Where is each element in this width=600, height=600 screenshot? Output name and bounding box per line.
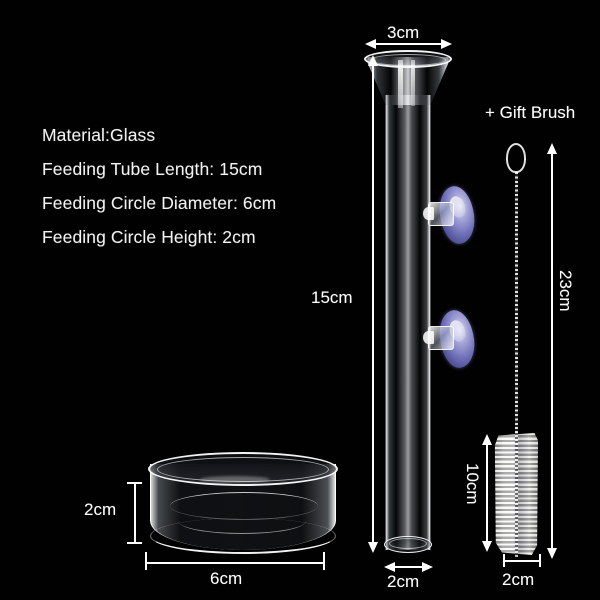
spec-line-circle-height: Feeding Circle Height: 2cm xyxy=(42,227,256,247)
dim-line-tube-length xyxy=(372,64,374,544)
dim-arrow-tube-length-top xyxy=(368,55,378,66)
dim-label-brush-head-width: 2cm xyxy=(502,570,535,589)
suction-cup-lower xyxy=(423,308,477,370)
dim-tick-brush-width-right xyxy=(539,554,541,567)
dim-tick-brush-width-left xyxy=(503,554,505,567)
dim-label-tube-top-width: 3cm xyxy=(387,23,420,42)
dish-top-rim-inner xyxy=(157,457,329,482)
brush-core-wire xyxy=(515,431,518,557)
dim-label-dish-height: 2cm xyxy=(84,500,117,519)
dim-arrow-tube-top-right xyxy=(441,39,452,49)
dim-line-dish-diameter xyxy=(145,562,325,564)
gift-brush-label: + Gift Brush xyxy=(485,103,576,122)
dish-bottom-arc xyxy=(150,518,336,554)
dim-label-tube-length: 15cm xyxy=(311,288,353,307)
dim-label-dish-diameter: 6cm xyxy=(210,569,243,588)
funnel-top-rim-inner xyxy=(370,54,446,66)
dim-arrow-brush-head-bottom xyxy=(482,541,492,552)
funnel-highlight-right xyxy=(411,60,415,106)
tube-bottom-inner-ellipse xyxy=(389,538,427,549)
spec-line-material: Material:Glass xyxy=(42,125,156,145)
dim-line-tube-top-width xyxy=(372,43,444,45)
tube-body xyxy=(385,95,431,550)
dim-arrow-tube-top-left xyxy=(365,39,376,49)
dim-label-tube-bottom-width: 2cm xyxy=(387,572,420,591)
suction-cup-lower-clip-nub xyxy=(423,331,434,344)
dim-line-brush-total xyxy=(551,152,553,550)
dim-line-dish-height xyxy=(134,482,136,544)
dim-arrow-brush-head-top xyxy=(482,434,492,445)
dim-tick-dish-height-bottom xyxy=(127,542,142,544)
spec-line-circle-diameter: Feeding Circle Diameter: 6cm xyxy=(42,193,277,213)
suction-cup-upper-clip-nub xyxy=(423,207,434,220)
funnel-highlight-left xyxy=(398,60,403,108)
dim-tick-dish-diameter-right xyxy=(323,552,325,570)
dim-line-brush-head-width xyxy=(503,560,541,562)
dim-arrow-tube-bottom-right xyxy=(422,562,433,572)
suction-cup-upper xyxy=(423,184,477,246)
dim-line-tube-bottom-width xyxy=(391,566,425,568)
dim-label-brush-head-length: 10cm xyxy=(463,463,482,505)
brush-wire-shaft xyxy=(515,172,518,436)
brush-handle-loop xyxy=(506,143,526,173)
dim-arrow-tube-length-bottom xyxy=(368,542,378,553)
specification-list: Material:Glass Feeding Tube Length: 15cm… xyxy=(42,118,332,254)
brush-head xyxy=(494,431,538,557)
dim-arrow-brush-total-bottom xyxy=(547,548,557,559)
dim-tick-dish-diameter-left xyxy=(145,552,147,570)
glass-feeding-dish xyxy=(148,452,338,560)
dim-line-brush-head-length xyxy=(486,443,488,543)
dim-tick-dish-height-top xyxy=(127,482,142,484)
dim-arrow-brush-total-top xyxy=(547,143,557,154)
dim-label-brush-total: 23cm xyxy=(556,270,575,312)
dish-specular-highlight xyxy=(200,476,270,483)
dish-floor-highlight xyxy=(178,508,306,534)
spec-line-tube-length: Feeding Tube Length: 15cm xyxy=(42,159,263,179)
dim-arrow-tube-bottom-left xyxy=(384,562,395,572)
